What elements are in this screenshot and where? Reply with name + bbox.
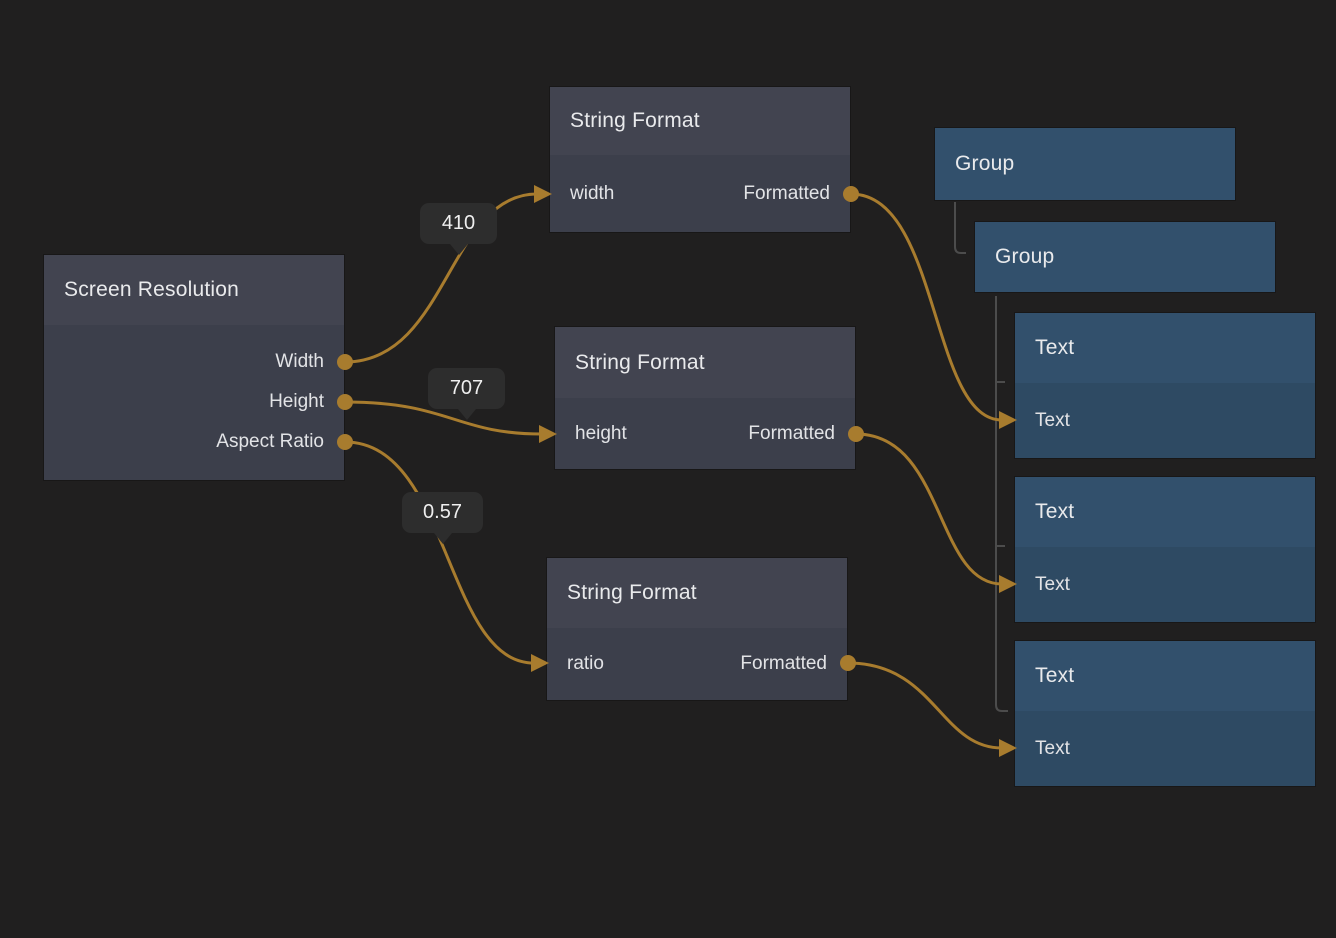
node-string-format-ratio[interactable]: String Format ratio Formatted <box>547 558 847 700</box>
input-label-width: width <box>570 182 615 204</box>
node-title: Group <box>975 222 1275 292</box>
output-label-formatted: Formatted <box>743 182 830 204</box>
node-group-inner[interactable]: Group <box>975 222 1275 292</box>
output-row-aspect-ratio: Aspect Ratio <box>44 422 344 462</box>
input-label-ratio: ratio <box>567 653 604 674</box>
value-badge-ratio: 0.57 <box>402 492 483 533</box>
node-title: Group <box>935 128 1235 200</box>
output-label-width: Width <box>275 351 324 372</box>
value-badge-height: 707 <box>428 368 505 409</box>
node-title: Text <box>1015 313 1315 383</box>
tree-rail-group-inner-to-texts <box>995 296 1008 712</box>
output-label-formatted: Formatted <box>748 422 835 444</box>
wire-formatted-ratio-to-text[interactable] <box>847 661 1003 750</box>
tree-rail-group-outer-to-inner <box>954 202 966 254</box>
node-string-format-height[interactable]: String Format height Formatted <box>555 327 855 469</box>
node-title: Screen Resolution <box>44 255 344 325</box>
output-label-height: Height <box>269 391 324 412</box>
input-label-text: Text <box>1035 737 1070 759</box>
node-title: String Format <box>550 87 850 155</box>
node-text-height[interactable]: Text Text <box>1015 477 1315 622</box>
node-title: Text <box>1015 477 1315 547</box>
node-group-outer[interactable]: Group <box>935 128 1235 200</box>
node-text-ratio[interactable]: Text Text <box>1015 641 1315 786</box>
output-label-formatted: Formatted <box>740 653 827 674</box>
output-label-aspect-ratio: Aspect Ratio <box>216 431 324 452</box>
input-label-height: height <box>575 422 627 444</box>
node-title: String Format <box>555 327 855 398</box>
value-badge-ratio-text: 0.57 <box>423 501 462 523</box>
output-row-width: Width <box>44 342 344 382</box>
node-title: String Format <box>547 558 847 628</box>
value-badge-height-text: 707 <box>449 377 484 399</box>
value-badge-width: 410 <box>420 203 497 244</box>
value-badge-width-text: 410 <box>441 212 476 234</box>
node-screen-resolution[interactable]: Screen Resolution Width Height Aspect Ra… <box>44 255 344 480</box>
output-row-height: Height <box>44 382 344 422</box>
node-string-format-width[interactable]: String Format width Formatted <box>550 87 850 232</box>
node-title: Text <box>1015 641 1315 711</box>
wire-formatted-height-to-text[interactable] <box>855 432 1003 586</box>
wire-aspect-ratio-to-string-format[interactable] <box>344 440 535 665</box>
input-label-text: Text <box>1035 573 1070 595</box>
input-label-text: Text <box>1035 409 1070 431</box>
node-text-width[interactable]: Text Text <box>1015 313 1315 458</box>
